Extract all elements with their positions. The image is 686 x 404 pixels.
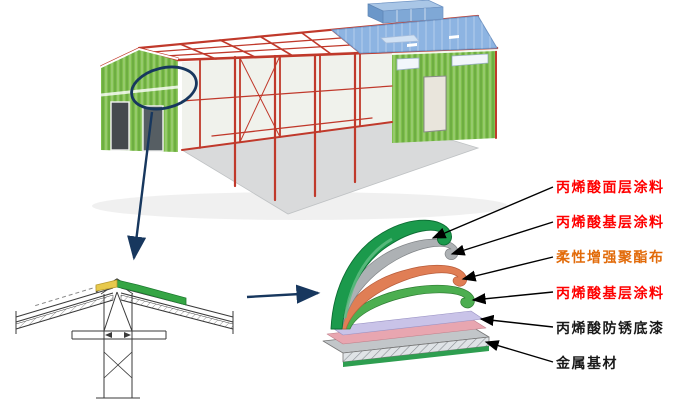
roof-panel-texture: [332, 16, 497, 53]
roof-skylight: [380, 34, 420, 44]
building-white-trim: [100, 47, 498, 68]
substrate-green-edge: [343, 346, 489, 367]
side-wall-window-1: [396, 57, 420, 71]
gable-white-band: [100, 85, 179, 97]
callout-arrow-right: [246, 284, 321, 304]
label-flexible-polyester-cloth: 柔性增强聚酯布: [556, 249, 665, 265]
roof-vent-1: [407, 43, 417, 47]
label-leader-arrows: [431, 186, 554, 363]
rooftop-monitor-box: [367, 0, 444, 24]
side-wall-door: [423, 75, 447, 133]
layer-base-coat-1: [333, 239, 459, 330]
detail-coating-patch-yellow: [95, 279, 118, 292]
building-illustration: [92, 0, 508, 220]
steel-frame: [100, 14, 499, 202]
leader-arrow-base-coat-1: [450, 221, 554, 256]
label-acrylic-base-coat-2: 丙烯酸基层涂料: [556, 285, 665, 301]
callout-annotations: [127, 65, 321, 304]
layer-polyester-cloth: [335, 264, 468, 330]
roof-vent-2: [449, 35, 459, 39]
leader-arrow-base-coat-2: [471, 291, 554, 305]
gable-door-1: [110, 101, 130, 151]
leader-arrow-primer: [479, 314, 554, 328]
label-acrylic-antirust-primer: 丙烯酸防锈底漆: [556, 320, 665, 336]
layer-top-coat-sheen: [343, 237, 393, 319]
leader-arrow-top-coat: [431, 186, 554, 239]
label-acrylic-top-coat: 丙烯酸面层涂料: [556, 179, 665, 195]
layer-base-coat-2: [337, 284, 475, 330]
ridge-detail-drawing: [15, 278, 234, 399]
coating-layer-stack: [322, 219, 490, 367]
leader-arrow-polyester: [461, 256, 554, 282]
side-wall-window-2: [451, 53, 489, 67]
callout-arrow-down: [127, 111, 154, 261]
callout-ellipse: [130, 65, 198, 111]
label-metal-substrate: 金属基材: [556, 355, 618, 371]
label-acrylic-base-coat-1: 丙烯酸基层涂料: [556, 214, 665, 230]
leader-arrow-substrate: [484, 340, 554, 363]
